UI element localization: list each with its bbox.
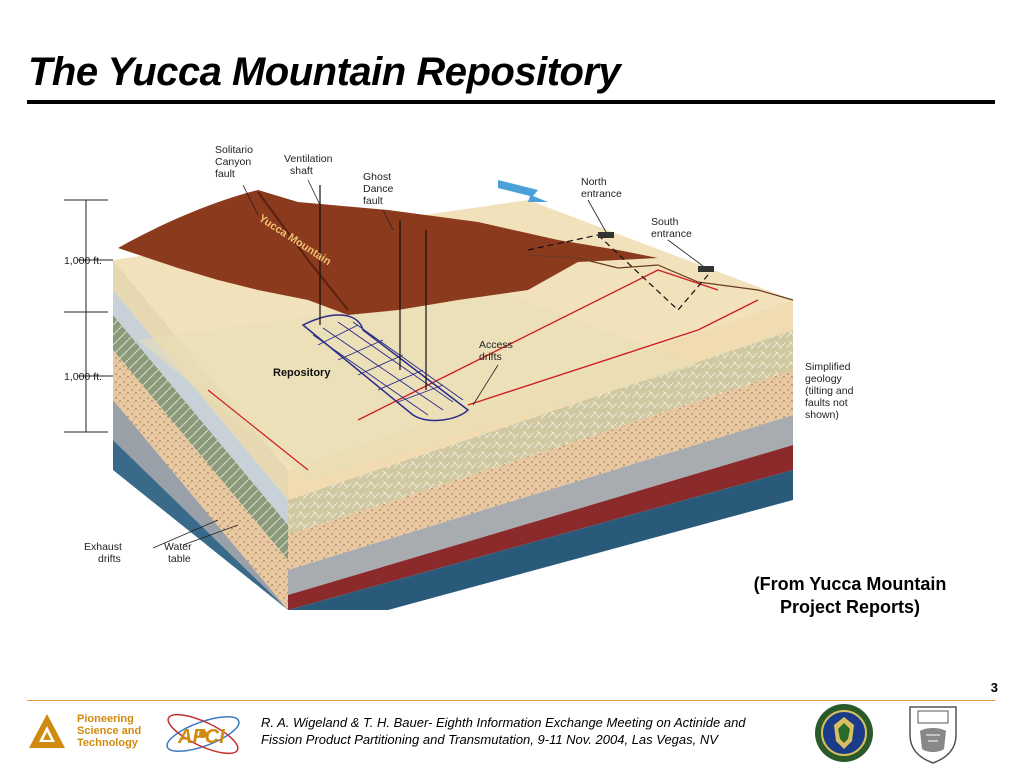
argonne-tagline-line-1: Pioneering: [77, 713, 134, 725]
title-underline: [27, 100, 995, 104]
north-access-drift: [357, 269, 719, 421]
ground-surface-line: [527, 254, 794, 301]
label-ghost: Ghost: [363, 171, 391, 183]
argonne-tagline-line-2: Science and: [77, 725, 142, 737]
layer-right-gray: [288, 415, 793, 595]
slide-title: The Yucca Mountain Repository: [28, 50, 621, 94]
doe-seal-icon: [815, 704, 873, 762]
label-ventilation-shaft: shaft: [290, 165, 313, 177]
argonne-logo-icon: [29, 714, 65, 748]
citation-line-2: Fission Product Partitioning and Transmu…: [261, 732, 718, 747]
label-water-table: table: [168, 553, 191, 565]
yucca-mountain-ridge: [118, 190, 658, 315]
layer-bedded-tuff: [113, 350, 288, 610]
label-north: North: [581, 176, 607, 188]
label-depth-lower: 1,000 ft.: [64, 371, 102, 383]
geologic-cross-section-diagram: Solitario Canyon fault Ventilation shaft…: [58, 140, 858, 610]
label-repository: Repository: [273, 367, 331, 379]
label-water: Water: [164, 541, 192, 553]
label-ventilation: Ventilation: [284, 153, 333, 165]
label-north-entrance: entrance: [581, 188, 622, 200]
afci-logo-icon: AFCI: [166, 713, 240, 755]
argonne-tagline: Pioneering Science and Technology: [77, 713, 141, 749]
footer-divider: [27, 700, 995, 701]
label-geology-5: shown): [805, 409, 839, 421]
label-exhaust: Exhaust: [84, 541, 122, 553]
label-ghost-fault: fault: [363, 195, 383, 207]
ridge-crest: [257, 191, 349, 311]
label-solitario-fault: fault: [215, 168, 235, 180]
layer-right-water: [288, 470, 793, 610]
citation-text: R. A. Wigeland & T. H. Bauer- Eighth Inf…: [261, 714, 806, 748]
label-access: Access: [479, 339, 513, 351]
repository-grid: [301, 314, 470, 422]
north-entrance-marker: [598, 232, 614, 238]
label-ghost-dance: Dance: [363, 183, 394, 195]
south-access-drift: [467, 299, 759, 406]
argonne-tagline-line-3: Technology: [77, 737, 138, 749]
label-access-drifts: drifts: [479, 351, 502, 363]
north-arrow-icon: [498, 180, 548, 202]
layer-right-fractured: [288, 330, 793, 535]
citation-line-1: R. A. Wigeland & T. H. Bauer- Eighth Inf…: [261, 715, 746, 730]
layer-saturated-zone: [113, 440, 288, 610]
label-solitario-canyon: Canyon: [215, 156, 251, 168]
layer-right-speckled: [288, 370, 793, 570]
leader-lines: [152, 179, 704, 549]
layer-right-red: [288, 445, 793, 610]
label-geology-4: faults not: [805, 397, 848, 409]
label-exhaust-drifts: drifts: [98, 553, 121, 565]
depth-scale: [64, 199, 113, 433]
source-credit-line-1: (From Yucca Mountain: [753, 574, 947, 594]
university-of-chicago-shield-icon: [909, 706, 957, 764]
south-entrance-marker: [698, 266, 714, 272]
label-geology-2: geology: [805, 373, 843, 385]
source-credit-line-2: Project Reports): [779, 597, 921, 617]
page-number: 3: [990, 680, 998, 695]
source-credit: (From Yucca Mountain Project Reports): [725, 573, 975, 619]
exhaust-drift-line: [207, 389, 309, 471]
label-depth-upper: 1,000 ft.: [64, 255, 102, 267]
repository-level-plane: [138, 290, 698, 480]
label-south-entrance: entrance: [651, 228, 692, 240]
label-south: South: [651, 216, 679, 228]
afci-logo-text: AFCI: [177, 726, 225, 748]
label-geology-1: Simplified: [805, 361, 851, 373]
layer-nonwelded-tuff: [113, 315, 288, 560]
label-geology-3: (tilting and: [805, 385, 854, 397]
entrance-dashed-line: [527, 234, 709, 311]
layer-gray: [113, 400, 288, 610]
label-solitario: Solitario: [215, 144, 253, 156]
